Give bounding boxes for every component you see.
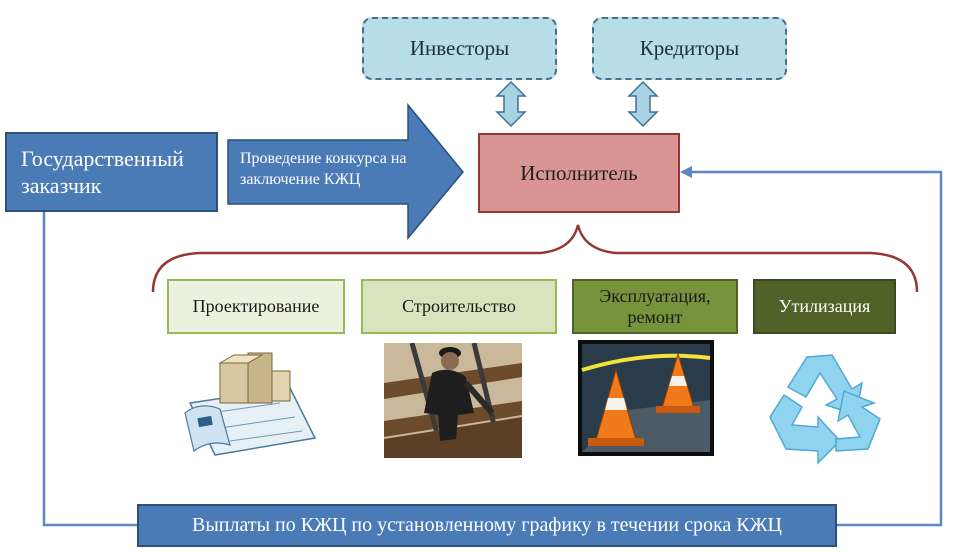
phase-disposal-label: Утилизация (778, 296, 871, 316)
state-customer-label: Государственный заказчик (21, 146, 184, 198)
blueprint-icon (184, 352, 317, 456)
phase-construction-label: Строительство (402, 296, 516, 316)
state-customer-box: Государственный заказчик (5, 132, 218, 212)
creditors-double-arrow (627, 80, 659, 128)
phase-design-label: Проектирование (192, 296, 320, 316)
executor-label: Исполнитель (520, 160, 638, 185)
creditors-box: Кредиторы (592, 17, 787, 80)
phase-construction: Строительство (361, 279, 557, 334)
recycle-icon (769, 354, 881, 465)
investors-double-arrow (495, 80, 527, 128)
investors-label: Инвесторы (409, 36, 510, 60)
phase-operation: Эксплуатация, ремонт (572, 279, 738, 334)
contest-label: Проведение конкурса на заключение КЖЦ (240, 150, 407, 188)
traffic-cone-icon (578, 340, 714, 456)
investors-box: Инвесторы (362, 17, 557, 80)
customer-payments-line (42, 212, 137, 527)
contest-arrow (227, 102, 464, 241)
phase-design: Проектирование (167, 279, 345, 334)
railway-worker-icon (384, 343, 522, 458)
payments-executor-line (680, 166, 943, 527)
creditors-label: Кредиторы (639, 36, 740, 60)
payments-box: Выплаты по КЖЦ по установленному графику… (137, 504, 837, 547)
phases-brace (151, 224, 919, 293)
phase-operation-label: Эксплуатация, ремонт (599, 285, 711, 327)
executor-box: Исполнитель (478, 133, 680, 213)
phase-disposal: Утилизация (753, 279, 896, 334)
payments-label: Выплаты по КЖЦ по установленному графику… (192, 514, 782, 536)
